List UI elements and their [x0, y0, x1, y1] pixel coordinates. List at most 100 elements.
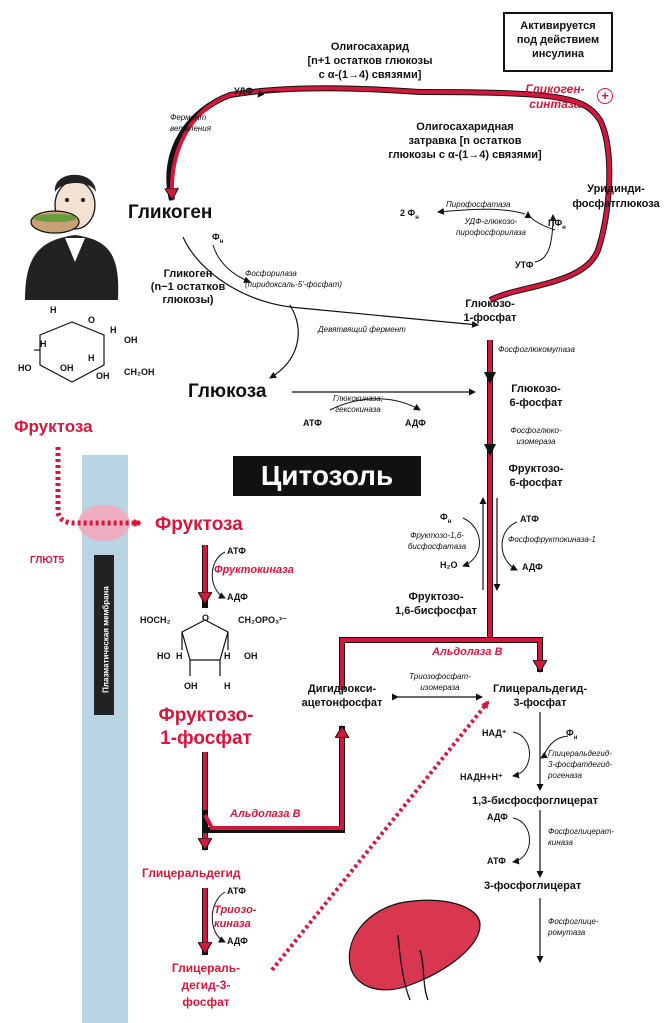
nadh-label: НАДН+Н⁺ — [460, 772, 503, 782]
liver-illustration — [348, 899, 481, 1001]
fructose-1-phosphate-label: Фруктозо- 1-фосфат — [158, 705, 254, 749]
cytosol-label: Цитозоль — [233, 456, 421, 496]
phosphorylase-arc — [182, 236, 479, 328]
pyranose-h4: H — [88, 353, 95, 363]
pyranose-o: O — [88, 315, 96, 325]
glyceraldehyde-label: Глицеральдегид — [142, 866, 241, 880]
adp-label-5: АДФ — [227, 936, 248, 946]
phosphoglycerate-kinase-label: Фосфоглицерат- киназа — [548, 827, 615, 847]
fructose-transport-path — [55, 447, 142, 527]
furanose-ho: HO — [157, 651, 171, 661]
adp-label-2: АДФ — [522, 562, 543, 572]
bpg13-label: 1,3-бисфосфоглицерат — [472, 795, 599, 807]
adp-label-4: АДФ — [487, 812, 508, 822]
pyranose-oh1: OH — [124, 335, 138, 345]
utp-label: УТФ — [515, 260, 534, 270]
phosphoglucomutase-label: Фосфоглюкомутаза — [498, 345, 575, 354]
atp-label-4: АТФ — [487, 856, 506, 866]
phi-n-text-3: Ф — [566, 728, 574, 738]
glyceraldehyde-3-phosphate-label: Глицеральдегид- 3-фосфат — [493, 683, 587, 709]
man-eating-illustration — [25, 174, 119, 300]
phi-n-label-2: Фн — [440, 512, 451, 525]
oligo-primer-label: Олигосахаридная затравка [n остатков глю… — [388, 121, 542, 161]
two-phi-n-label: 2 Фн — [400, 208, 419, 221]
phi-n-label-1: Фн — [212, 232, 223, 245]
udp-release-arrow — [257, 90, 283, 98]
phi-n-sub: н — [219, 238, 224, 245]
atp-label-3: АТФ — [227, 546, 246, 556]
phi-n-label-3: Фн — [566, 728, 577, 741]
3pg-label: 3-фосфоглицерат — [484, 880, 582, 892]
pyranose-oh2: OH — [60, 363, 74, 373]
ch2opo3-atom: CH₂OPO₃²⁻ — [238, 615, 287, 625]
branching-enzyme-label: Фермент ветвления — [170, 113, 212, 133]
pyranose-ring-structure — [34, 321, 105, 383]
glycogen-label: Гликоген — [128, 202, 213, 223]
membrane-text: Плазматическая мембрана — [101, 586, 111, 693]
two-phi-n-text: 2 Ф — [400, 208, 416, 218]
triokinase-curve — [211, 891, 226, 943]
phi-n-text-2: Ф — [440, 512, 448, 522]
ring-o-atom: O — [202, 613, 210, 623]
oligosaccharide-arc-red — [172, 86, 421, 196]
pyranose-ch2oh: CH₂OH — [124, 367, 155, 377]
debranch-arc — [269, 304, 299, 379]
ppn-label: ПФн — [548, 218, 566, 231]
pyranose-h3: H — [40, 339, 47, 349]
fructose-bisphosphatase-label: Фруктозо-1,6- бисфосфатаза — [407, 531, 467, 551]
aldolase-b-label-bottom: Альдолаза B — [230, 808, 301, 820]
udp-label: УДФ — [234, 86, 254, 96]
plasma-membrane — [82, 455, 128, 1023]
phosphoglucoisomerase-label: Фосфоглюко- изомераза — [510, 426, 562, 446]
phosphoglycerate-mutase-label: Фосфоглице- ромутаза — [548, 917, 599, 937]
glucose-1-phosphate-label: Глюкозо- 1-фосфат — [463, 298, 517, 324]
glut5-label: ГЛЮТ5 — [30, 555, 65, 566]
fructokinase-label: Фруктокиназа — [214, 564, 294, 576]
phi-n-text: Ф — [212, 232, 220, 242]
phi-n-sub-2: н — [447, 518, 452, 525]
fructose-6-phosphate-label: Фруктозо- 6-фосфат — [508, 463, 564, 489]
fructose-top-label: Фруктоза — [14, 417, 93, 436]
two-phi-n-sub: н — [415, 214, 419, 221]
glycogen-n-minus-1-label: Гликоген (n−1 остатков глюкозы) — [150, 268, 226, 306]
atp-adp-curve — [329, 398, 421, 411]
triokinase-label: Триозо- киназа — [214, 904, 257, 930]
insulin-activation-box: Активируется под действием инсулина — [503, 12, 613, 72]
dihydroxyacetone-phosphate-label: Дигидрокси- ацетонфосфат — [301, 683, 383, 709]
ppi-arrow — [524, 211, 556, 231]
aldolase-b-label-top: Альдолаза B — [432, 646, 503, 658]
plus-icon: + — [597, 88, 613, 104]
pyranose-oh3: OH — [96, 371, 110, 381]
furanose-oh2: OH — [184, 681, 198, 691]
fructokinase-curve — [211, 551, 226, 599]
pyranose-h1: H — [50, 305, 57, 315]
furanose-h2: H — [224, 651, 231, 661]
utp-arrow — [534, 214, 557, 263]
debranching-enzyme-label: Девятвящий фермент — [318, 325, 406, 334]
glycogen-synthase-label: Гликоген- синтаза — [525, 82, 585, 111]
atp-label-5: АТФ — [227, 886, 246, 896]
furanose-ring-structure — [181, 619, 229, 676]
oligosaccharide-label: Олигосахарид [n+1 остатков глюкозы с α-(… — [307, 41, 433, 81]
adp-atp-curve — [512, 817, 530, 865]
axis-arrowhead-2 — [484, 444, 496, 456]
pfk-curve — [501, 521, 518, 571]
glucose-label: Глюкоза — [188, 381, 267, 402]
udp-glucose-label: Уридинди- фосфатглюкоза — [572, 183, 660, 210]
phi-in-curve — [540, 735, 569, 759]
fbpase-curve — [462, 517, 480, 568]
aldolase-b-to-dhap-red — [203, 730, 342, 830]
atp-label-1: АТФ — [303, 418, 322, 428]
pyrophosphatase-label: Пирофосфатаза — [446, 200, 511, 209]
pyranose-h2: H — [110, 325, 117, 335]
axis-arrowhead-1 — [484, 372, 496, 384]
membrane-label-bar — [94, 555, 114, 715]
furanose-h1: H — [176, 651, 183, 661]
ppn-sub: н — [562, 224, 566, 231]
triose-isomerase-label: Триозофосфат- изомераза — [409, 672, 471, 692]
phi-n-sub-3: н — [573, 734, 578, 741]
glucose-6-phosphate-label: Глюкозо- 6-фосфат — [509, 383, 563, 409]
udp-glucose-pyrophosphorylase-label: УДФ-глюкозо- пирофосфорилаза — [456, 217, 526, 237]
